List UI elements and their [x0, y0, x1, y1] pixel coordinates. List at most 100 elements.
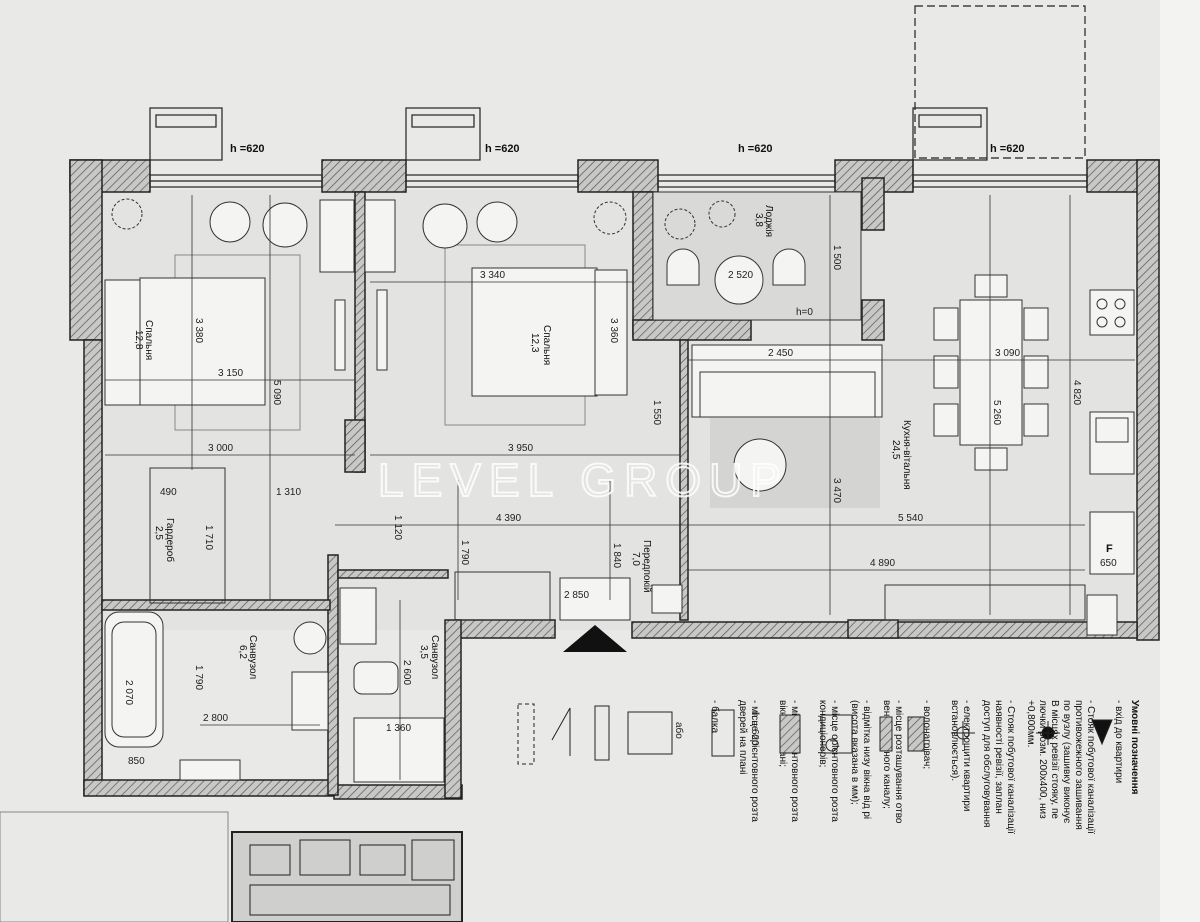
- legend-line: - місце розташування отво: [893, 700, 904, 824]
- legend-line: вентиляційного каналу;: [881, 700, 892, 809]
- vent-duct-icon: [779, 714, 801, 754]
- legend-line: дверей на плані: [737, 700, 748, 775]
- room-name-bedroom-2: Спальня: [541, 325, 552, 365]
- room-area-bathroom-1: 6,2: [237, 645, 248, 659]
- legend-line: (висота вказана в мм);: [849, 700, 860, 805]
- legend-line: - Стояк побутової каналізації: [1085, 700, 1097, 834]
- legend-line: - Стояк побутової каналізації: [1005, 700, 1017, 834]
- watermark: LEVEL GROUP: [378, 454, 789, 506]
- room-name-kitchen-living: Кухня-вітальня: [901, 420, 912, 490]
- dim-label: 3 360: [608, 318, 619, 343]
- dim-label: 1 310: [276, 487, 301, 498]
- room-name-bedroom-1: Спальня: [143, 320, 154, 360]
- dim-label: 3 950: [508, 443, 533, 454]
- dim-label: 1 790: [193, 665, 204, 690]
- floor-level-mark: h=0: [796, 307, 813, 318]
- electric-panel-alt-icon: [879, 716, 893, 752]
- dim-label: 3 380: [193, 318, 204, 343]
- room-area-loggia: 3,8: [753, 213, 764, 227]
- legend-line: +0,800мм.: [1025, 700, 1036, 747]
- room-area-kitchen-living: 24,5: [890, 440, 901, 460]
- fridge-label: F: [1106, 543, 1113, 555]
- furniture: [104, 199, 1135, 783]
- dim-label: 1 500: [831, 245, 842, 270]
- room-name-bathroom-1: Санвузол: [247, 635, 258, 679]
- dim-label: 1 360: [386, 723, 411, 734]
- dim-label: 3 150: [218, 368, 243, 379]
- dim-label: 1 550: [651, 400, 662, 425]
- ac-unit-icon: [711, 709, 735, 757]
- dim-label: 3 000: [208, 443, 233, 454]
- legend-line: - вхід до квартири: [1113, 700, 1124, 783]
- legend-title: Умовні позначення: [1129, 700, 1140, 795]
- dim-label: 2 600: [401, 660, 412, 685]
- legend-line: - балка: [709, 700, 721, 734]
- windows: [149, 5, 1088, 188]
- legend-line: - місце орієнтовного розта: [829, 700, 840, 822]
- legend-line: наявності ревізії, заплан: [993, 700, 1004, 814]
- dim-label: 4 820: [1071, 380, 1082, 405]
- dim-label: 4 890: [870, 558, 895, 569]
- dim-label: 850: [128, 756, 145, 767]
- dim-label: 2 800: [203, 713, 228, 724]
- legend-line: противожежного зашивання: [1073, 700, 1084, 830]
- beam-symbol-icon: [517, 703, 535, 765]
- entry-symbol-icon: [1091, 719, 1113, 746]
- dimension-labels: 3 380 3 150 5 090 3 000 3 340 3 360 3 95…: [123, 245, 1117, 767]
- window-height-1: h =620: [230, 143, 265, 155]
- legend-symbol-abo: або: [673, 722, 685, 739]
- dim-label: 2 520: [728, 270, 753, 281]
- dim-label: 1 840: [611, 543, 622, 568]
- legend-line: лючки розм. 200х400, низ: [1037, 700, 1048, 819]
- legend-line: доступ для обслуговування: [981, 700, 993, 827]
- legend-line: - електрощити квартири: [961, 700, 972, 811]
- dim-label: 2 450: [768, 348, 793, 359]
- room-area-hallway: 7,0: [630, 552, 641, 566]
- legend-line: - водонагрівач;: [921, 700, 932, 769]
- loggia: [652, 191, 862, 321]
- dim-label: 5 090: [271, 380, 282, 405]
- dim-label: 650: [1100, 558, 1117, 569]
- legend-symbol-height: h = 620: [749, 712, 760, 746]
- room-name-hallway: Передпокій: [641, 540, 652, 593]
- dim-label: 3 090: [995, 348, 1020, 359]
- window-height-2: h =620: [485, 143, 520, 155]
- legend-line: встановлюється).: [949, 700, 960, 781]
- ac-unit-alt-icon: [627, 711, 673, 755]
- dim-label: 1 710: [203, 525, 214, 550]
- legend-line: В місцях ревізії стояку, пе: [1049, 700, 1060, 819]
- room-area-wardrobe: 2,5: [153, 526, 164, 540]
- room-area-bedroom-2: 12,3: [529, 333, 540, 353]
- room-area-bedroom-1: 12,8: [133, 330, 144, 350]
- dim-label: 490: [160, 487, 177, 498]
- dim-label: 5 540: [898, 513, 923, 524]
- walls: [69, 159, 1160, 800]
- legend-line: по вузлу (зашивку виконує: [1061, 700, 1072, 823]
- dim-label: 3 340: [480, 270, 505, 281]
- plants: [111, 198, 736, 240]
- dim-label: 3 470: [831, 478, 842, 503]
- electric-panel-icon: [907, 716, 925, 752]
- key-plan: [0, 811, 463, 922]
- door-symbol-icon: [551, 707, 571, 756]
- legend-line: - місце орієнтовного розта: [749, 700, 760, 822]
- room-area-bathroom-2: 3,5: [418, 645, 429, 659]
- legend-line: - відмітка низу вікна від рі: [861, 700, 872, 819]
- legend-symbols: [517, 703, 1113, 765]
- dim-label: 5 260: [991, 400, 1002, 425]
- legend-line: - місце орієнтовного розта: [789, 700, 800, 822]
- room-name-wardrobe: Гардероб: [164, 518, 176, 562]
- dim-label: 1 790: [459, 540, 470, 565]
- water-heater-icon: [821, 714, 853, 754]
- dim-label: 2 850: [564, 590, 589, 601]
- window-height-4: h =620: [990, 143, 1025, 155]
- paper-right-edge: [1160, 0, 1200, 922]
- dim-label: 2 070: [123, 680, 134, 705]
- dim-label: 1 120: [392, 515, 403, 540]
- window-symbol-icon: [594, 705, 610, 761]
- dimension-lines: [105, 195, 1135, 780]
- dim-label: 4 390: [496, 513, 521, 524]
- window-height-3: h =620: [738, 143, 773, 155]
- room-name-loggia: Лоджія: [763, 205, 774, 237]
